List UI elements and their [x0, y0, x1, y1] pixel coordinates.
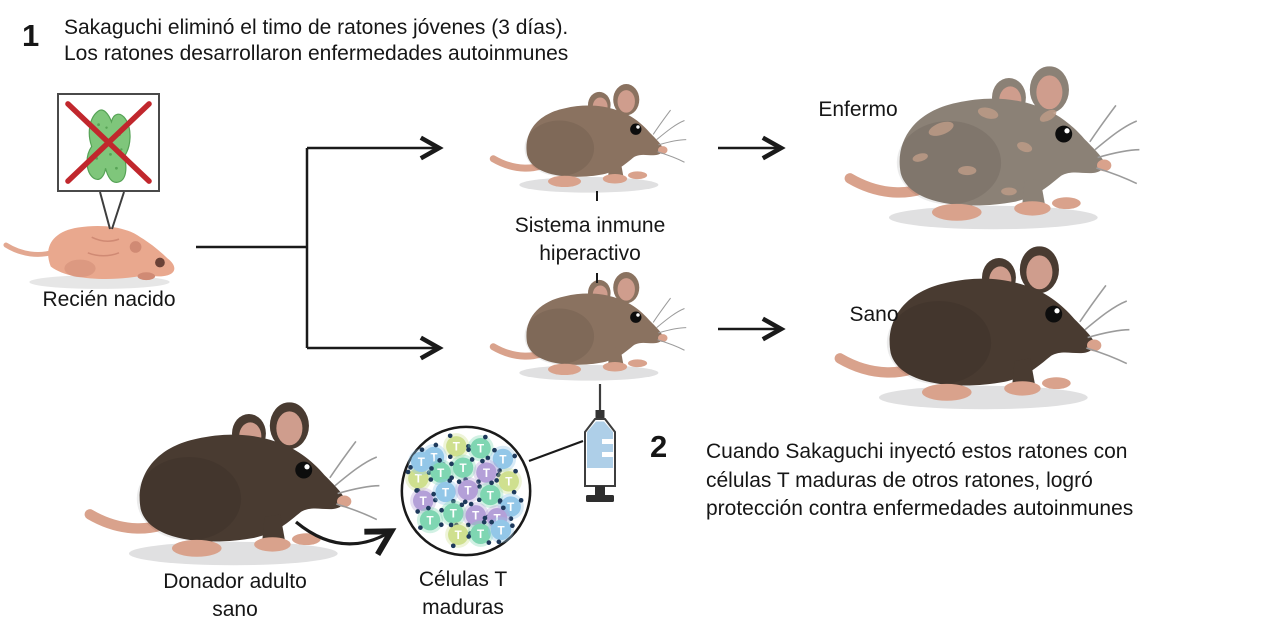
t-cell: T	[473, 458, 501, 486]
syringe-icon	[584, 384, 616, 502]
t-cell-letter: T	[494, 513, 501, 526]
t-cells-label: Células T maduras	[418, 568, 508, 619]
t-cell-letter: T	[430, 451, 437, 464]
t-cell-letter: T	[472, 510, 479, 523]
sick-label: Enfermo	[818, 98, 898, 121]
sick-mouse-illustration	[842, 66, 1142, 236]
t-cell-letter: T	[460, 462, 467, 475]
t-cell-letter: T	[499, 453, 506, 466]
t-cell-letter: T	[426, 515, 433, 528]
t-cell-letter: T	[477, 443, 484, 456]
t-cell: T	[494, 468, 522, 495]
healthy-mouse-illustration	[832, 246, 1132, 416]
t-cell-letter: T	[483, 467, 490, 480]
t-cell: T	[454, 476, 482, 505]
t-cell: T	[466, 519, 494, 547]
t-cell: T	[497, 493, 524, 522]
t-cell-letter: T	[437, 467, 444, 480]
t-cell: T	[427, 458, 455, 486]
t-cell-letter: T	[487, 489, 494, 502]
t-cell: T	[489, 445, 518, 473]
step-1-number: 1	[22, 18, 40, 53]
thymectomized-mouse-top-illustration	[488, 84, 688, 197]
t-cell-letter: T	[415, 473, 422, 486]
t-cell: T	[487, 516, 515, 545]
thymus-crossed-out-icon	[65, 101, 152, 184]
t-cell: T	[439, 500, 467, 528]
t-cell: T	[449, 454, 477, 482]
t-cell: T	[466, 434, 494, 462]
circle-to-syringe-line	[528, 439, 584, 463]
t-cell-letter: T	[453, 441, 460, 454]
newborn-label: Recién nacido	[42, 288, 176, 311]
t-cell-letter: T	[420, 495, 427, 508]
t-cell-letter: T	[464, 484, 471, 497]
t-cell: T	[408, 447, 435, 475]
t-cell: T	[431, 478, 459, 506]
t-cell: T	[443, 433, 471, 460]
t-cell-letter: T	[442, 486, 449, 499]
t-cell-letter: T	[497, 524, 504, 537]
step-2-number: 2	[650, 429, 668, 464]
t-cell-letter: T	[455, 529, 462, 542]
red-cross-icon	[65, 101, 152, 184]
t-cell-letter: T	[450, 508, 457, 521]
step-2-text: Cuando Sakaguchi inyectó estos ratones c…	[706, 440, 1134, 520]
donor-label: Donador adulto sano	[163, 570, 307, 621]
t-cell-letter: T	[477, 528, 484, 541]
healthy-label: Sano	[849, 303, 899, 326]
hyperactive-immune-label: Sistema inmune hiperactivo	[514, 214, 666, 265]
t-cell-letter: T	[418, 456, 425, 469]
thymus-callout-box	[57, 93, 160, 192]
t-cell-letter: T	[505, 476, 512, 489]
t-cell: T	[405, 465, 432, 493]
donor-mouse-illustration	[82, 402, 382, 572]
thymectomized-mouse-bottom-illustration	[488, 272, 688, 385]
fur-patches	[912, 107, 1057, 196]
t-cell-letter: T	[507, 501, 514, 514]
newborn-mouse-illustration	[2, 196, 197, 294]
t-cell: T	[416, 505, 444, 534]
step-1-text: Sakaguchi eliminó el timo de ratones jóv…	[64, 16, 569, 65]
t-cell: T	[445, 521, 473, 549]
